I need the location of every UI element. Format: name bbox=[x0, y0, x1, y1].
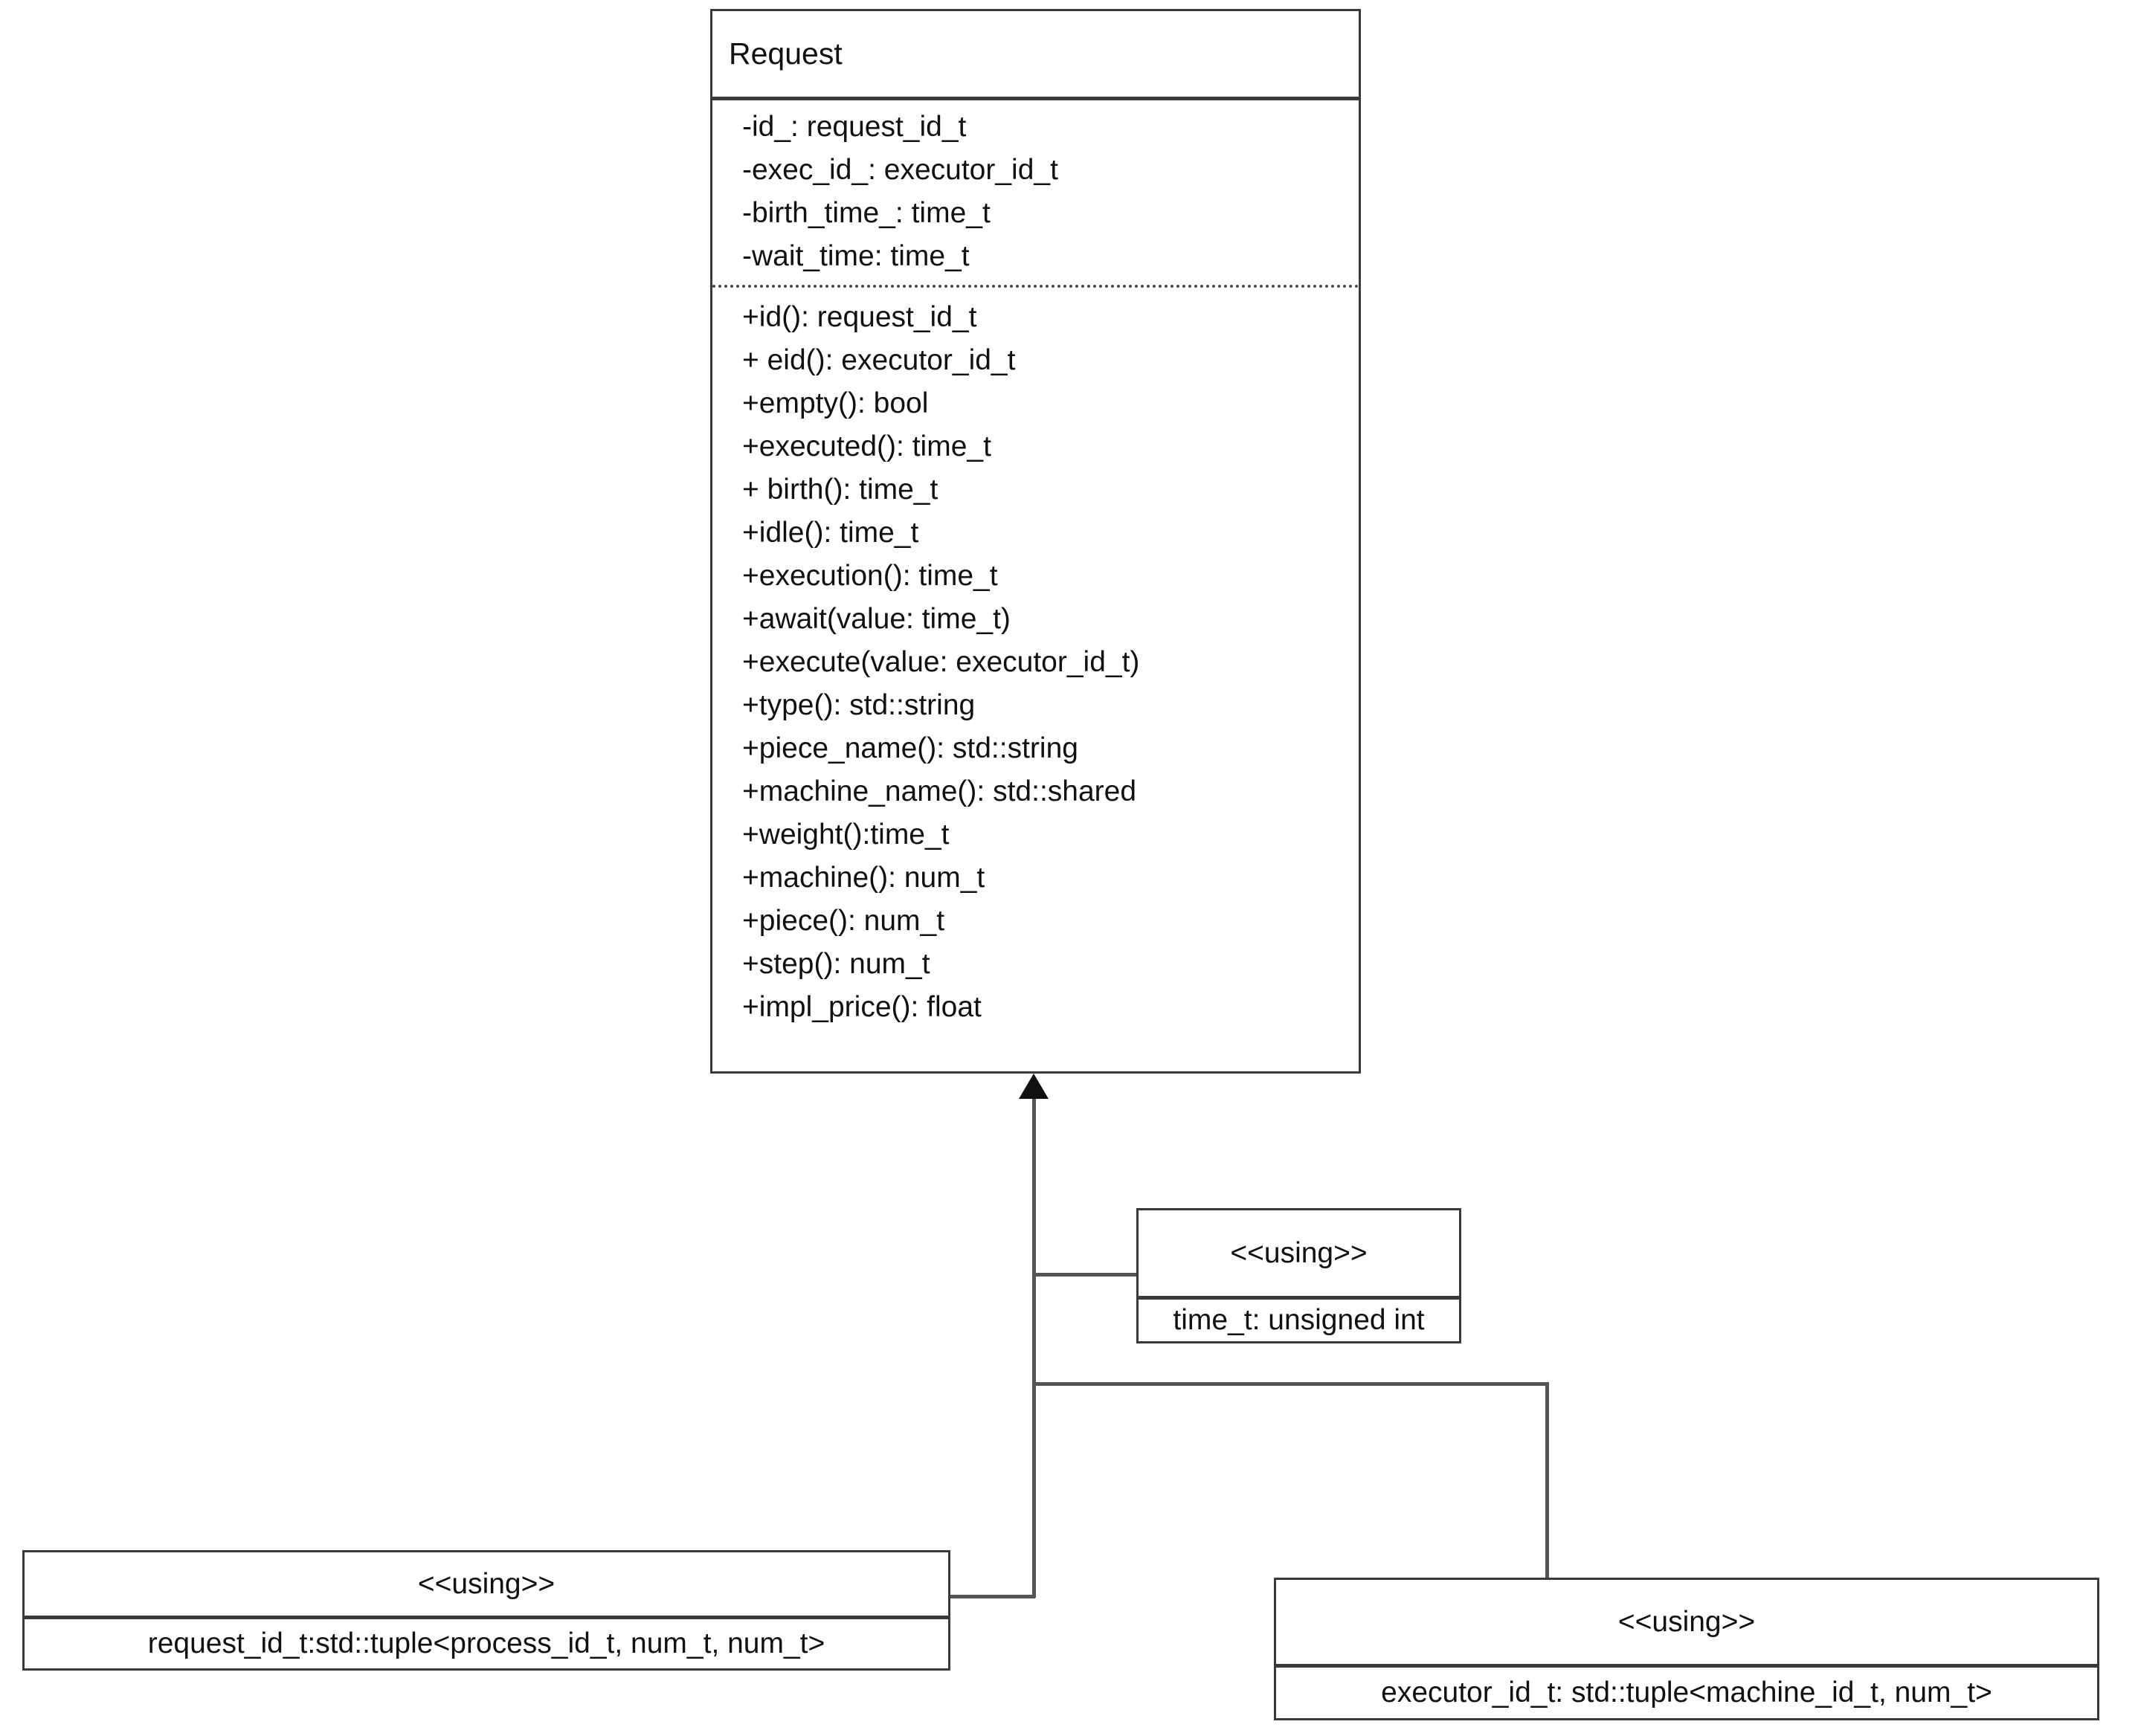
connector-trunk-vertical bbox=[1032, 1097, 1036, 1598]
method-row: +piece_name(): std::string bbox=[742, 732, 1078, 764]
method-row: +machine(): num_t bbox=[742, 861, 985, 894]
using-box-time-t[interactable]: <<using>> time_t: unsigned int bbox=[1136, 1208, 1461, 1343]
connector-branch-executor-id-vertical bbox=[1545, 1382, 1549, 1580]
using-stereotype-label: <<using>> bbox=[1139, 1210, 1459, 1300]
method-row: +piece(): num_t bbox=[742, 904, 945, 937]
method-row: +idle(): time_t bbox=[742, 516, 919, 549]
method-row: +step(): num_t bbox=[742, 947, 930, 980]
methods-compartment: +id(): request_id_t + eid(): executor_id… bbox=[712, 291, 1359, 1033]
method-row: + birth(): time_t bbox=[742, 473, 938, 506]
using-stereotype-label: <<using>> bbox=[25, 1552, 948, 1619]
using-declaration-request-id-t: request_id_t:std::tuple<process_id_t, nu… bbox=[147, 1627, 825, 1659]
method-row: +machine_name(): std::shared bbox=[742, 775, 1137, 807]
using-declaration-executor-id-t: executor_id_t: std::tuple<machine_id_t, … bbox=[1381, 1677, 1992, 1708]
attributes-compartment: -id_: request_id_t -exec_id_: executor_i… bbox=[712, 100, 1359, 282]
method-row: +id(): request_id_t bbox=[742, 300, 977, 333]
attribute-row: -id_: request_id_t bbox=[742, 110, 967, 143]
method-row: +execution(): time_t bbox=[742, 559, 998, 592]
class-box-request[interactable]: Request -id_: request_id_t -exec_id_: ex… bbox=[710, 9, 1361, 1074]
attribute-row: -exec_id_: executor_id_t bbox=[742, 153, 1058, 186]
method-row: +empty(): bool bbox=[742, 387, 929, 419]
using-box-executor-id-t[interactable]: <<using>> executor_id_t: std::tuple<mach… bbox=[1274, 1578, 2099, 1720]
method-row: + eid(): executor_id_t bbox=[742, 343, 1016, 376]
method-row: +executed(): time_t bbox=[742, 430, 991, 462]
method-row: +await(value: time_t) bbox=[742, 602, 1011, 635]
method-row: +execute(value: executor_id_t) bbox=[742, 645, 1140, 678]
method-row: +type(): std::string bbox=[742, 688, 976, 721]
method-row: +weight():time_t bbox=[742, 818, 950, 851]
class-name-request: Request bbox=[712, 11, 1359, 100]
attribute-row: -birth_time_: time_t bbox=[742, 196, 991, 229]
connector-branch-request-id bbox=[944, 1595, 1035, 1598]
attribute-row: -wait_time: time_t bbox=[742, 239, 970, 272]
using-box-request-id-t[interactable]: <<using>> request_id_t:std::tuple<proces… bbox=[22, 1550, 950, 1671]
using-stereotype-label: <<using>> bbox=[1276, 1580, 2097, 1668]
method-row: +impl_price(): float bbox=[742, 990, 982, 1023]
using-declaration-time-t: time_t: unsigned int bbox=[1173, 1304, 1425, 1336]
connector-branch-executor-id-horizontal bbox=[1032, 1382, 1549, 1386]
connector-branch-time-t bbox=[1032, 1273, 1140, 1277]
compartment-divider bbox=[712, 285, 1359, 288]
generalization-arrowhead-icon bbox=[1019, 1074, 1049, 1099]
